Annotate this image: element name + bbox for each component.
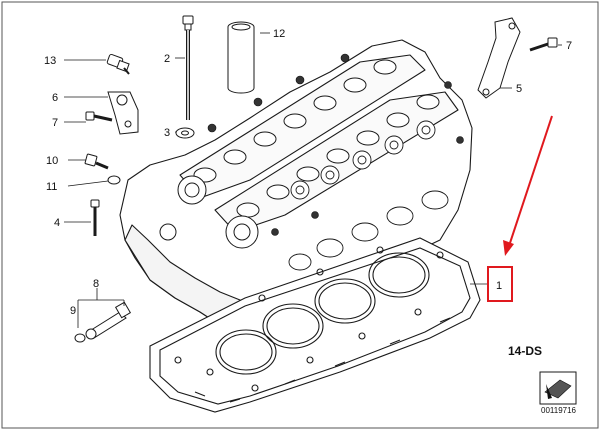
callout-9[interactable]: 9 <box>70 305 76 317</box>
part-11-seal <box>107 175 121 185</box>
part-7-bolt-right <box>529 37 558 52</box>
gasket-bore-4 <box>368 252 430 298</box>
camshaft-intake <box>193 59 397 183</box>
callout-2[interactable]: 2 <box>164 53 170 65</box>
head-gasket <box>149 237 481 413</box>
leader-lines <box>64 32 562 328</box>
callout-7-right[interactable]: 7 <box>566 40 572 52</box>
gasket-bore-2 <box>262 303 324 349</box>
callout-7-left[interactable]: 7 <box>52 117 58 129</box>
part-2-head-bolt <box>182 15 194 120</box>
callout-5[interactable]: 5 <box>516 83 522 95</box>
port-openings <box>288 190 449 271</box>
part-13-sensor <box>106 53 130 75</box>
gasket-bore-3 <box>314 278 376 324</box>
callout-1[interactable]: 1 <box>496 280 502 292</box>
callout-3[interactable]: 3 <box>164 127 170 139</box>
part-4-stud <box>90 199 100 236</box>
callout-labels: 13 6 7 10 11 4 8 9 2 3 12 7 5 <box>44 28 572 317</box>
callout-6[interactable]: 6 <box>52 92 58 104</box>
gasket-bore-1 <box>215 329 277 375</box>
red-arrow <box>503 115 553 256</box>
camshaft-sprocket-face <box>159 175 259 249</box>
part-5-bracket <box>477 17 521 99</box>
callout-13[interactable]: 13 <box>44 55 56 67</box>
callout-11[interactable]: 11 <box>46 181 57 193</box>
camshaft-exhaust <box>236 94 440 218</box>
part-9-oring <box>74 333 86 343</box>
callout-8[interactable]: 8 <box>93 278 99 290</box>
part-7-bolt-left <box>85 111 113 122</box>
part-number-label: 00119716 <box>541 406 577 415</box>
highlight-box <box>487 266 513 302</box>
diagram-ref-label: 14-DS <box>508 344 542 358</box>
callout-10[interactable]: 10 <box>46 155 58 167</box>
part-12-sleeve <box>227 21 255 94</box>
part-6-bracket <box>107 91 139 135</box>
part-3-washer <box>175 127 195 139</box>
head-bolts-top <box>207 53 464 236</box>
view-direction-icon[interactable]: 00119716 <box>539 371 577 415</box>
valve-lifters <box>290 120 436 200</box>
callout-12[interactable]: 12 <box>273 28 285 40</box>
part-10-sensor <box>84 153 109 170</box>
callout-4[interactable]: 4 <box>54 217 60 229</box>
part-8-fitting <box>85 301 132 340</box>
callout-1-highlight[interactable]: 1 <box>487 266 513 302</box>
